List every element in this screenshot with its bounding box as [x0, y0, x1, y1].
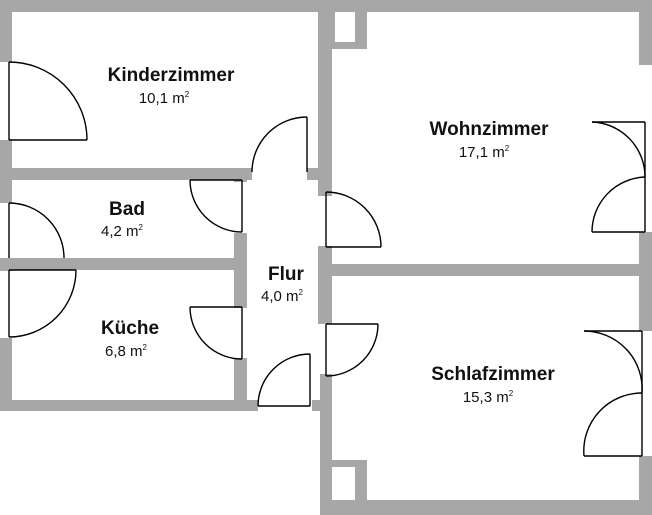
doors	[8, 61, 646, 457]
wall-bad-kueche	[0, 258, 246, 270]
room-name-bad: Bad	[109, 199, 145, 220]
room-area-schlafzimmer: 15,3 m2	[463, 389, 514, 406]
door-kinderzimmer-flur	[251, 116, 308, 173]
chimney-top-c	[330, 42, 367, 49]
wall-right-upper	[639, 0, 652, 65]
wall-kinder-bad-left	[0, 168, 252, 180]
wall-center-upper	[318, 0, 332, 190]
wall-bad-flur-mid	[234, 233, 247, 308]
door-flur-entrance	[257, 353, 311, 407]
room-schlafzimmer: Schlafzimmer 15,3 m2	[431, 364, 555, 406]
door-bad-left	[8, 202, 65, 259]
room-flur: Flur 4,0 m2	[261, 264, 305, 305]
room-area-kueche: 6,8 m2	[105, 343, 148, 360]
room-name-flur: Flur	[268, 264, 304, 285]
door-flur-wohnzimmer	[325, 191, 382, 248]
room-area-bad: 4,2 m2	[101, 223, 144, 240]
room-name-kueche: Küche	[101, 318, 159, 339]
wall-left-upper	[0, 0, 12, 62]
door-kueche-flur	[189, 306, 243, 360]
room-name-wohnzimmer: Wohnzimmer	[430, 119, 550, 140]
door-wohnzimmer-balcony	[591, 121, 646, 233]
wall-center-a	[318, 184, 332, 196]
room-name-schlafzimmer: Schlafzimmer	[431, 364, 555, 385]
room-name-kinderzimmer: Kinderzimmer	[108, 65, 235, 86]
wall-center-lower	[320, 374, 332, 515]
room-area-kinderzimmer: 10,1 m2	[139, 90, 190, 107]
door-kueche-left	[8, 269, 77, 338]
room-wohnzimmer: Wohnzimmer 17,1 m2	[430, 119, 550, 161]
door-flur-schlafzimmer	[325, 323, 379, 377]
room-labels: Kinderzimmer 10,1 m2 Wohnzimmer 17,1 m2 …	[101, 65, 555, 406]
wall-top-right	[318, 0, 652, 12]
wall-kinder-bad-right	[307, 168, 332, 180]
room-bad: Bad 4,2 m2	[101, 199, 145, 240]
chimney-bottom-a	[332, 460, 367, 467]
wall-kueche-flur	[234, 358, 247, 411]
wall-bottom-left	[0, 400, 258, 411]
wall-bottom-right	[320, 500, 652, 515]
door-bad-flur	[189, 179, 243, 233]
wall-top-left	[0, 0, 330, 12]
room-kueche: Küche 6,8 m2	[101, 318, 159, 360]
room-area-wohnzimmer: 17,1 m2	[459, 144, 510, 161]
wall-wohn-schlaf	[318, 264, 652, 276]
wall-right-middle	[639, 232, 652, 331]
door-kinderzimmer-left	[8, 61, 88, 141]
wall-bad-flur	[234, 168, 247, 182]
wall-left-lower	[0, 338, 12, 411]
room-area-flur: 4,0 m2	[261, 288, 304, 305]
chimney-top-a	[330, 12, 335, 47]
door-schlafzimmer-balcony	[583, 330, 643, 457]
room-kinderzimmer: Kinderzimmer 10,1 m2	[108, 65, 235, 107]
wall-center-b	[318, 246, 332, 324]
chimney-bottom-b	[355, 460, 367, 505]
wall-bottom-flur	[312, 400, 326, 411]
chimney-top-b	[355, 12, 367, 47]
